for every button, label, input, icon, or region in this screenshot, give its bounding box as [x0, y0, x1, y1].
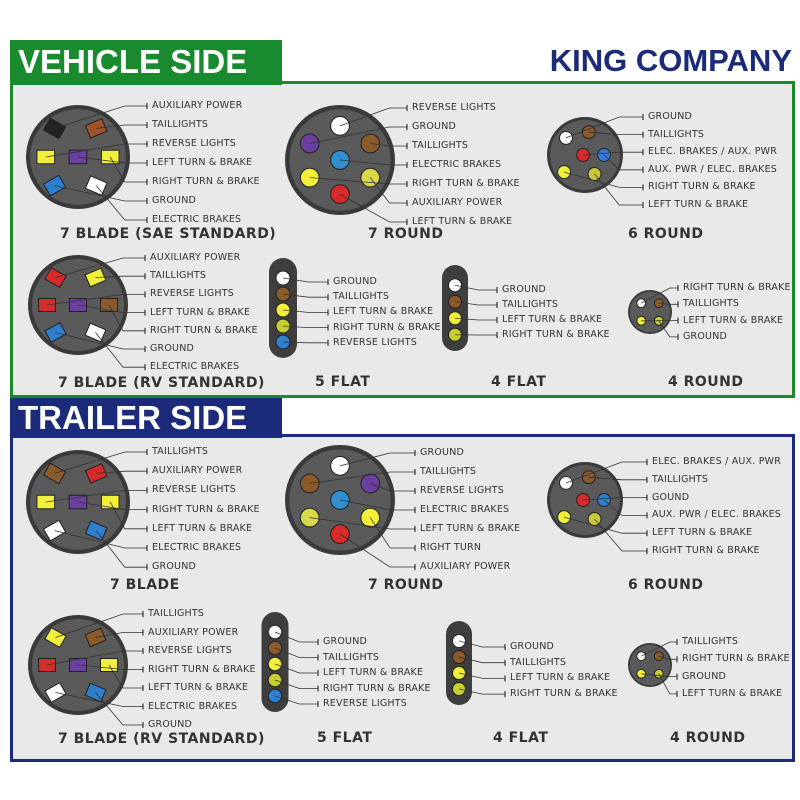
- wire-label: GROUND: [333, 276, 378, 287]
- wire-label: TAILLIGHTS: [652, 473, 709, 485]
- wire-label: RIGHT TURN & BRAKE: [510, 688, 618, 700]
- wire-label: TAILLIGHTS: [333, 291, 390, 303]
- wire-label: RIGHT TURN & BRAKE: [683, 282, 791, 293]
- connector-caption: 7 BLADE: [110, 577, 180, 593]
- wire-label: TAILLIGHTS: [683, 298, 740, 310]
- wire-label: GROUND: [510, 641, 555, 652]
- wire-label: AUX. PWR / ELEC. BRAKES: [652, 509, 782, 521]
- wire-label: LEFT TURN & BRAKE: [648, 199, 749, 210]
- wire-label: LEFT TURN & BRAKE: [148, 682, 249, 693]
- connector-caption: 5 FLAT: [315, 374, 371, 390]
- wire-label: AUXILIARY POWER: [152, 100, 243, 111]
- wire-label: GROUND: [682, 670, 727, 682]
- wire-label: RIGHT TURN & BRAKE: [412, 178, 520, 189]
- wire-label: LEFT TURN & BRAKE: [682, 687, 783, 699]
- connector-caption: 4 ROUND: [668, 374, 744, 390]
- wire-label: LEFT TURN & BRAKE: [502, 314, 603, 325]
- connector-caption: 5 FLAT: [317, 730, 373, 746]
- wire-label: RIGHT TURN & BRAKE: [150, 324, 258, 336]
- wire-label: GROUND: [152, 195, 197, 206]
- trailer-side-panel: [10, 434, 795, 762]
- wire-label: GROUND: [502, 284, 547, 295]
- wire-label: AUXILIARY POWER: [412, 197, 503, 208]
- wire-label: AUXILIARY POWER: [150, 252, 241, 263]
- wire-label: REVERSE LIGHTS: [420, 485, 504, 496]
- wire-label: TAILLIGHTS: [152, 119, 209, 130]
- connector-caption: 6 ROUND: [628, 226, 704, 242]
- wire-label: LEFT TURN & BRAKE: [510, 672, 611, 684]
- wire-label: ELECTRIC BRAKES: [148, 700, 238, 712]
- connector-caption: 7 BLADE (SAE STANDARD): [60, 226, 277, 242]
- connector-caption: 4 FLAT: [491, 374, 547, 390]
- wire-label: AUX. PWR / ELEC. BRAKES: [648, 163, 778, 175]
- wire-label: LEFT TURN & BRAKE: [652, 527, 753, 539]
- wire-label: GROUND: [648, 111, 693, 122]
- wire-label: TAILLIGHTS: [152, 446, 209, 457]
- wire-label: LEFT TURN & BRAKE: [683, 314, 784, 326]
- wire-label: RIGHT TURN & BRAKE: [152, 503, 260, 515]
- wire-label: RIGHT TURN & BRAKE: [148, 663, 256, 675]
- connector-caption: 7 BLADE (RV STANDARD): [58, 731, 265, 747]
- wire-label: AUXILIARY POWER: [148, 626, 239, 638]
- wire-label: LEFT TURN & BRAKE: [420, 523, 521, 534]
- connector-caption: 4 ROUND: [670, 730, 746, 746]
- wire-label: TAILLIGHTS: [648, 128, 705, 140]
- wire-label: LEFT TURN & BRAKE: [412, 216, 513, 227]
- wire-label: TAILLIGHTS: [682, 636, 739, 647]
- wire-label: AUXILIARY POWER: [420, 561, 511, 572]
- wire-label: TAILLIGHTS: [148, 608, 205, 619]
- connector-caption: 4 FLAT: [493, 730, 549, 746]
- wire-label: TAILLIGHTS: [510, 656, 567, 668]
- wire-label: REVERSE LIGHTS: [152, 138, 236, 149]
- wire-label: REVERSE LIGHTS: [412, 102, 496, 113]
- wire-label: LEFT TURN & BRAKE: [150, 306, 251, 318]
- wire-label: REVERSE LIGHTS: [148, 645, 232, 656]
- wire-label: ELECTRIC BRAKES: [412, 159, 502, 170]
- wire-label: TAILLIGHTS: [150, 270, 207, 282]
- wire-label: AUXILIARY POWER: [152, 465, 243, 477]
- wire-label: REVERSE LIGHTS: [152, 484, 236, 496]
- wire-label: ELEC. BRAKES / AUX. PWR: [648, 146, 778, 158]
- wire-label: REVERSE LIGHTS: [323, 698, 407, 709]
- wire-label: GROUND: [150, 343, 195, 354]
- wire-label: ELEC. BRAKES / AUX. PWR: [652, 456, 782, 467]
- wire-label: LEFT TURN & BRAKE: [152, 522, 253, 534]
- wire-label: RIGHT TURN & BRAKE: [502, 329, 610, 340]
- wire-label: TAILLIGHTS: [420, 466, 477, 477]
- wire-label: GROUND: [323, 636, 368, 647]
- wire-label: RIGHT TURN & BRAKE: [323, 682, 431, 694]
- wire-label: REVERSE LIGHTS: [150, 288, 234, 300]
- wire-label: GROUND: [420, 447, 465, 458]
- wire-label: RIGHT TURN & BRAKE: [152, 176, 260, 187]
- wire-label: LEFT TURN & BRAKE: [152, 157, 253, 168]
- wire-label: RIGHT TURN & BRAKE: [652, 545, 760, 556]
- wire-label: RIGHT TURN & BRAKE: [682, 653, 790, 665]
- trailer-side-heading: TRAILER SIDE: [10, 398, 282, 438]
- wire-label: ELECTRIC BRAKES: [150, 361, 240, 373]
- vehicle-side-heading: VEHICLE SIDE: [10, 40, 282, 85]
- connector-caption: 7 BLADE (RV STANDARD): [58, 375, 265, 391]
- wire-label: GROUND: [148, 719, 193, 730]
- wire-label: ELECTRIC BRAKES: [152, 214, 242, 225]
- brand-logo-text: KING COMPANY: [549, 43, 792, 78]
- connector-caption: 6 ROUND: [628, 577, 704, 593]
- wire-label: RIGHT TURN & BRAKE: [648, 181, 756, 193]
- wire-label: ELECTRIC BRAKES: [420, 504, 510, 515]
- connector-caption: 7 ROUND: [368, 577, 444, 593]
- wire-label: RIGHT TURN & BRAKE: [333, 321, 441, 333]
- wire-label: TAILLIGHTS: [412, 140, 469, 151]
- wire-label: GROUND: [683, 330, 728, 342]
- wire-label: LEFT TURN & BRAKE: [333, 306, 434, 318]
- connector-caption: 7 ROUND: [368, 226, 444, 242]
- wire-label: LEFT TURN & BRAKE: [323, 667, 424, 678]
- wire-label: TAILLIGHTS: [323, 651, 380, 663]
- wire-label: REVERSE LIGHTS: [333, 336, 417, 348]
- wire-label: GROUND: [412, 121, 457, 132]
- wire-label: RIGHT TURN: [420, 542, 482, 553]
- wire-label: GOUND: [652, 491, 690, 503]
- wire-label: TAILLIGHTS: [502, 299, 559, 310]
- wire-label: GROUND: [152, 561, 197, 573]
- wire-label: ELECTRIC BRAKES: [152, 542, 242, 553]
